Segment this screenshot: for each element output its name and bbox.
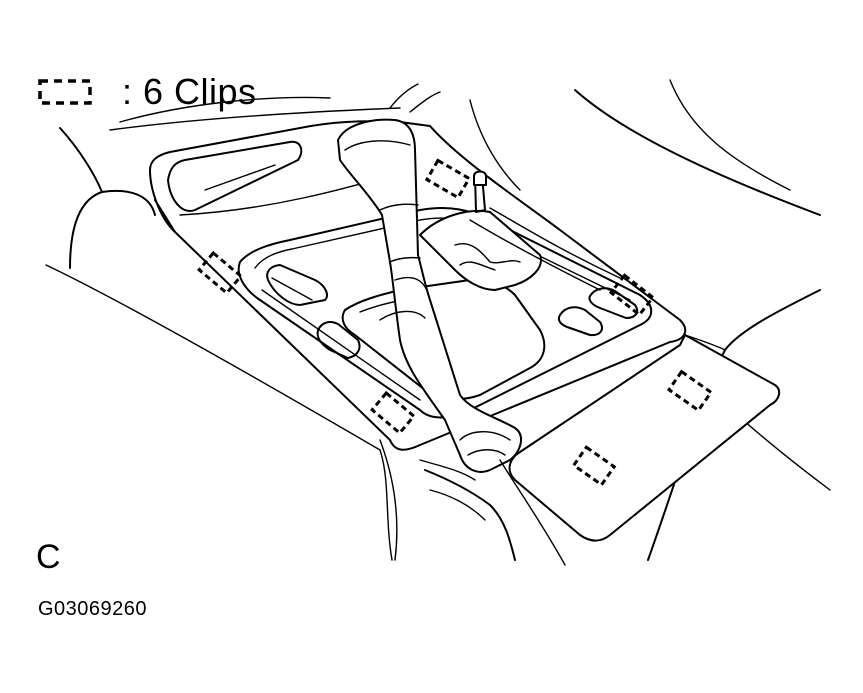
clip-count-label: : 6 Clips [122,71,257,112]
clip-marker [608,273,656,317]
dashed-clip-icon [38,79,92,105]
clip-marker [197,250,243,296]
clip-marker [666,369,714,413]
clip-marker [571,445,617,487]
clip-legend: : 6 Clips [38,70,257,114]
figure-id: G03069260 [38,598,148,620]
clip-marker [424,158,472,200]
clip-marker [370,390,416,436]
view-letter: C [36,538,61,576]
